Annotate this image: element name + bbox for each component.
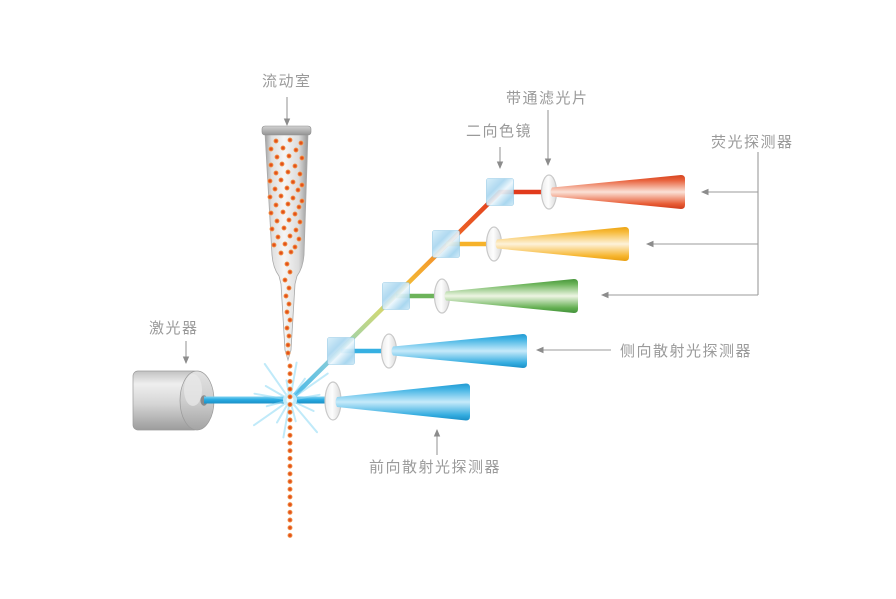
detector-cone-red xyxy=(550,175,685,209)
label-forward-scatter-detector: 前向散射光探测器 xyxy=(369,459,502,476)
dichroic-mirror xyxy=(486,178,514,206)
dichroic-mirrors xyxy=(327,178,514,365)
dichroic-mirror xyxy=(382,282,410,310)
laser-beam xyxy=(204,396,338,404)
bandpass-filter-lenses xyxy=(324,174,558,421)
dichroic-mirror xyxy=(327,337,355,365)
laser-scatter-flash xyxy=(253,361,329,439)
cell-particles xyxy=(267,137,305,356)
detector-cones xyxy=(335,175,685,421)
label-dichroic-mirror: 二向色镜 xyxy=(466,123,533,140)
annotation-arrows xyxy=(182,97,759,455)
dichroic-mirror xyxy=(432,230,460,258)
detector-cone-yellow xyxy=(495,227,629,261)
label-bandpass-filter: 带通滤光片 xyxy=(506,90,589,107)
label-laser: 激光器 xyxy=(149,320,199,337)
laser-device xyxy=(132,370,215,431)
label-fluorescence-detector: 荧光探测器 xyxy=(711,134,794,151)
cell-stream xyxy=(287,363,293,539)
detector-cone-side-scatter xyxy=(391,334,527,368)
label-flow-cell: 流动室 xyxy=(262,73,312,90)
label-side-scatter-detector: 侧向散射光探测器 xyxy=(620,343,753,360)
detector-cone-green xyxy=(444,279,578,313)
detector-cone-forward-scatter xyxy=(335,383,470,421)
